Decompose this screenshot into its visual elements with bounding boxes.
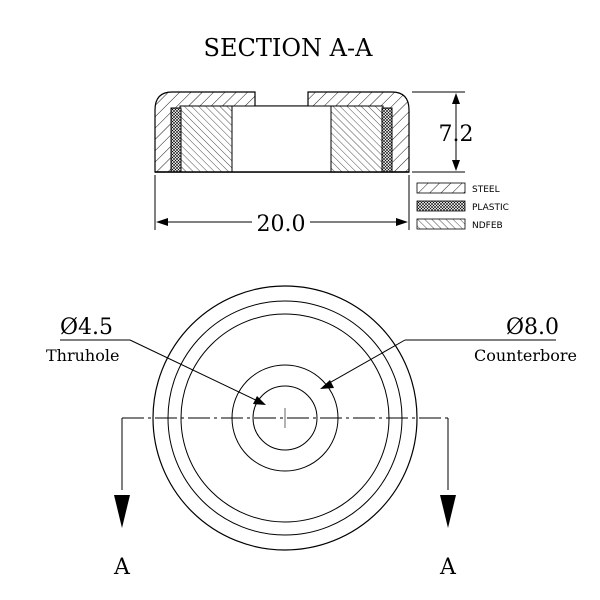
height-dimension: 7.2: [412, 91, 474, 173]
thruhole-diameter: Ø4.5: [60, 315, 113, 340]
width-value: 20.0: [257, 212, 306, 237]
thruhole-label: Thruhole: [46, 346, 119, 365]
outer-circle: [152, 285, 418, 551]
legend-label-ndfeb: NDFEB: [472, 221, 503, 231]
section-arrow-right: [440, 495, 456, 528]
section-title: SECTION A-A: [204, 34, 374, 62]
section-cut-line: A A: [113, 417, 457, 580]
center-bore: [231, 105, 332, 173]
section-marker-right: A: [439, 555, 457, 580]
thruhole-callout: Ø4.5 Thruhole: [46, 315, 266, 405]
section-marker-left: A: [113, 555, 131, 580]
plastic-right: [381, 107, 393, 173]
counterbore-diameter: Ø8.0: [506, 315, 559, 340]
section-arrow-left: [114, 495, 130, 528]
width-dimension: 20.0: [154, 175, 410, 237]
legend-label-steel: STEEL: [472, 185, 500, 195]
legend-swatch-plastic: [416, 200, 466, 212]
legend-swatch-steel: [416, 182, 466, 194]
legend-swatch-ndfeb: [416, 218, 466, 230]
height-value: 7.2: [439, 122, 474, 147]
counterbore-callout: Ø8.0 Counterbore: [320, 315, 577, 389]
counterbore-label: Counterbore: [474, 346, 577, 365]
legend-label-plastic: PLASTIC: [472, 203, 509, 213]
section-view: [154, 91, 410, 173]
plastic-left: [170, 107, 182, 173]
material-legend: STEEL PLASTIC NDFEB: [416, 182, 509, 231]
thruhole-circle: [252, 385, 318, 451]
